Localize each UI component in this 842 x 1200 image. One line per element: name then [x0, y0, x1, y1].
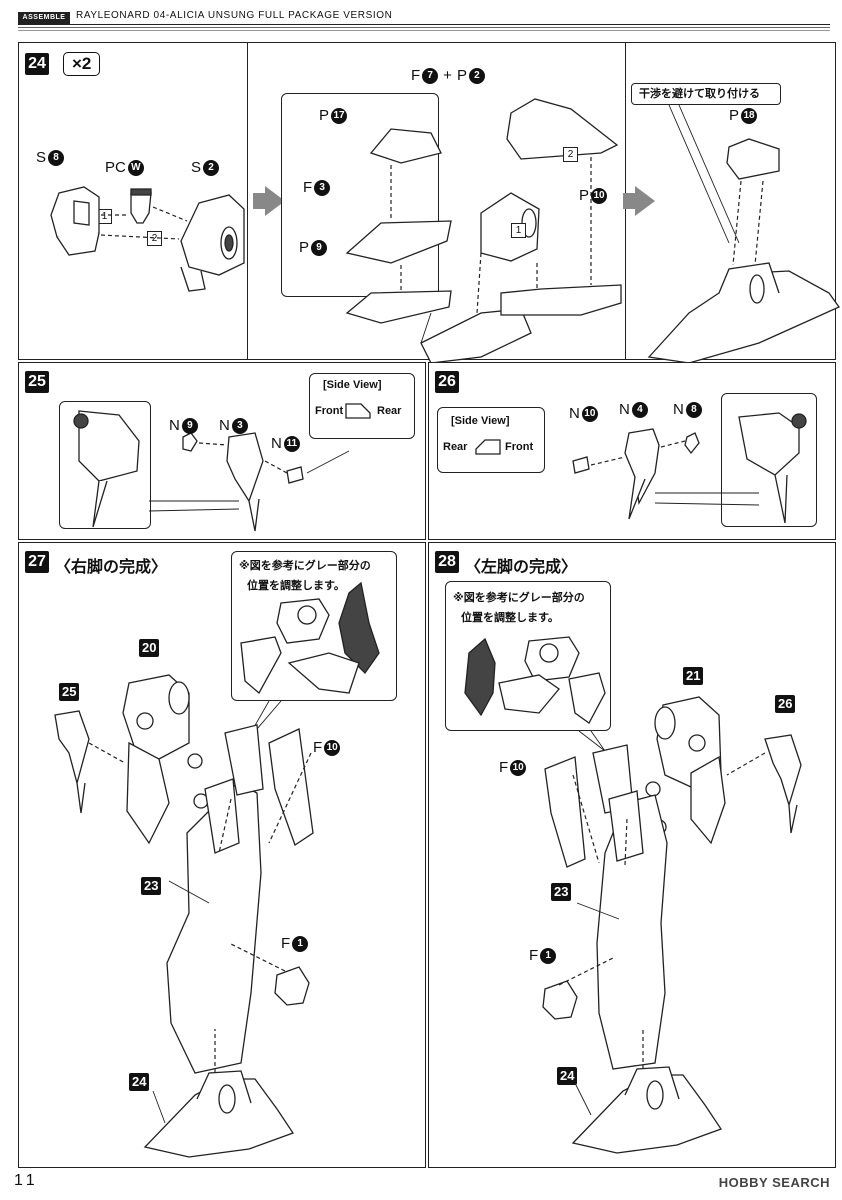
step-27-part-number-f1: 1 [292, 935, 309, 952]
part-number-f7: 7 [422, 67, 439, 84]
step-26-number: 26 [435, 371, 459, 393]
step-24-subassembly-box [281, 93, 439, 297]
step-28-part-number-f1: 1 [540, 947, 557, 964]
step-25-number: 25 [25, 371, 49, 393]
step-28-title: 〈左脚の完成〉 [465, 559, 578, 576]
header-rule [18, 24, 830, 25]
step-26-rear-label: Rear [443, 441, 468, 453]
step-28-note-line-2: 位置を調整します。 [461, 612, 559, 624]
part-number-s8: 8 [48, 149, 65, 166]
step-27-leg-drawing [54, 581, 380, 1158]
flow-arrow-2-stem [623, 193, 635, 209]
order-marker-1b: 1 [511, 223, 526, 238]
step-28-number: 28 [435, 551, 459, 573]
step-28-ref-21: 21 [683, 667, 704, 685]
step-27-note-line-2: 位置を調整します。 [247, 580, 345, 592]
step-25-side-view-shape [345, 403, 371, 419]
flow-arrow-1-stem [253, 193, 265, 209]
part-number-s2: 2 [203, 159, 220, 176]
step-24-number: 24 [25, 53, 49, 75]
step-26-side-view-shape [475, 439, 501, 455]
step-27-ref-20: 20 [139, 639, 160, 657]
step-28-note-line-1: ※図を参考にグレー部分の [453, 592, 585, 604]
step-25-rear-label: Rear [377, 405, 402, 417]
step-26-front-label: Front [505, 441, 534, 453]
step-27-ref-23: 23 [141, 877, 162, 895]
step-25-parts-drawing [73, 410, 350, 532]
step-26-side-view-title: [Side View] [451, 415, 510, 427]
order-marker-2: 2 [147, 231, 162, 246]
step-26-parts-drawing [572, 412, 807, 524]
step-27-ref-25: 25 [59, 683, 80, 701]
step-28-panel: 28 〈左脚の完成〉 ※図を参考にグレー部分の 位置を調整します。 21 26 … [428, 542, 836, 1168]
part-number-pcw: W [127, 159, 144, 176]
part-number-p9: 9 [311, 239, 328, 256]
step-27-number: 27 [25, 551, 49, 573]
header-title: RAYLEONARD 04-ALICIA UNSUNG FULL PACKAGE… [76, 10, 393, 21]
step-24-parts-drawing-a [50, 186, 245, 292]
step-28-ref-23: 23 [551, 883, 572, 901]
part-number-n11: 11 [283, 435, 300, 452]
header-rule-2 [18, 27, 830, 28]
flow-arrow-2 [635, 186, 655, 216]
step-24-note-box [631, 83, 781, 105]
step-25-side-view-title: [Side View] [323, 379, 382, 391]
step-24-note: 干渉を避けて取り付ける [639, 88, 760, 100]
header-badge: ASSEMBLE [18, 12, 70, 24]
step-27-title: 〈右脚の完成〉 [55, 559, 168, 576]
part-number-p10: 10 [591, 187, 608, 204]
step-24-parts-drawing-c [647, 104, 840, 364]
header-rule-3 [18, 30, 830, 31]
part-number-f3: 3 [314, 179, 331, 196]
step-27-ref-24: 24 [129, 1073, 150, 1091]
step-24-multiplier: ×2 [63, 52, 101, 76]
step-28-ref-26: 26 [775, 695, 796, 713]
step-28-ref-24: 24 [557, 1067, 578, 1085]
part-number-p17: 17 [331, 107, 348, 124]
step-24-parts-drawing-b [345, 98, 622, 364]
part-number-n3: 3 [231, 417, 248, 434]
order-marker-2b: 2 [563, 147, 578, 162]
step-27-part-number-f10: 10 [324, 739, 341, 756]
step-28-leg-drawing [464, 636, 802, 1154]
step-24-divider-1 [247, 43, 249, 359]
step-27-note-line-1: ※図を参考にグレー部分の [239, 560, 371, 572]
part-number-n10: 10 [581, 405, 598, 422]
step-26-side-view-box [437, 407, 545, 473]
part-number-p2: 2 [468, 67, 485, 84]
part-number-n4: 4 [631, 401, 648, 418]
page-number: 11 [14, 1172, 39, 1189]
part-number-p18: 18 [741, 107, 758, 124]
watermark-logo: HOBBY SEARCH [718, 1175, 830, 1190]
flow-arrow-1 [265, 186, 285, 216]
step-28-part-number-f10: 10 [510, 759, 527, 776]
step-25-front-label: Front [315, 405, 344, 417]
part-number-n9: 9 [181, 417, 198, 434]
step-27-panel: 27 〈右脚の完成〉 ※図を参考にグレー部分の 位置を調整します。 20 25 … [18, 542, 426, 1168]
part-number-n8: 8 [685, 401, 702, 418]
